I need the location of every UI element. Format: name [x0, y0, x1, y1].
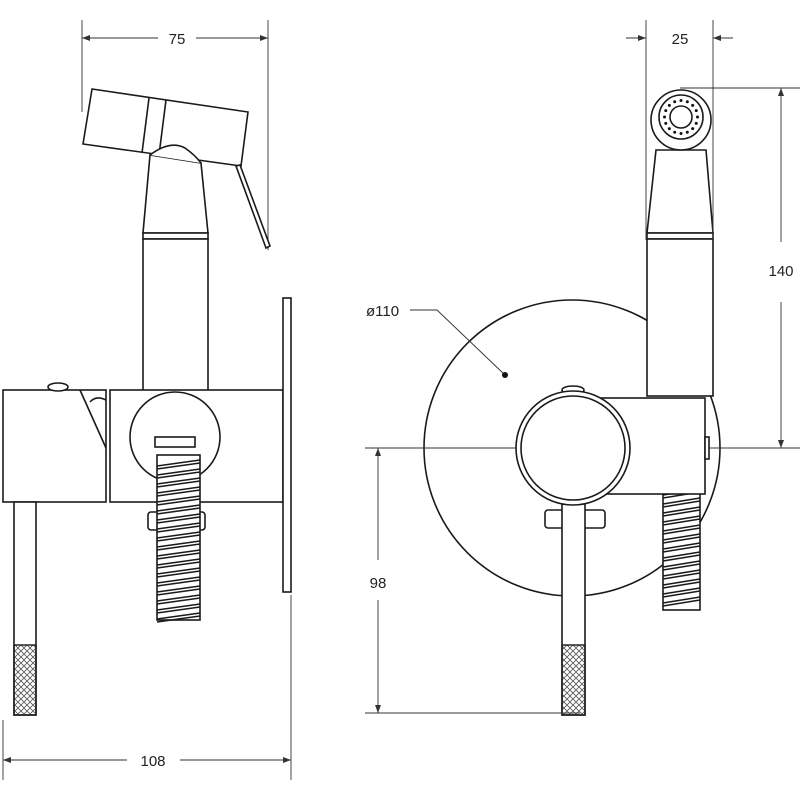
- spray-hole: [691, 127, 695, 131]
- hose-coil: [662, 587, 701, 598]
- spray-hole: [663, 115, 666, 119]
- hose-coil: [662, 569, 701, 580]
- dimension-label: 98: [370, 575, 387, 592]
- hose-coil: [156, 603, 201, 614]
- hose-coil: [156, 522, 201, 533]
- spray-hole: [664, 109, 668, 113]
- mixer-body-side: [2, 297, 292, 716]
- hand-shower-side: [82, 88, 271, 393]
- spray-hole: [685, 100, 689, 104]
- dimension-label: 140: [768, 263, 793, 280]
- hose-coil: [156, 531, 201, 542]
- mixer-knob: [515, 390, 631, 506]
- hand-shower-front: [646, 89, 714, 397]
- hose-coil: [156, 540, 201, 551]
- hose-coil: [156, 576, 201, 587]
- hose-coil: [156, 513, 201, 524]
- dimension-label: 108: [140, 753, 165, 770]
- hose-coil: [662, 524, 701, 535]
- hose-coil: [156, 477, 201, 488]
- hose-coil: [156, 468, 201, 479]
- hose-coil: [156, 567, 201, 578]
- spray-hole: [664, 121, 668, 125]
- spray-hole: [673, 100, 677, 104]
- spray-hole: [694, 109, 698, 113]
- dimension-25: 25: [626, 20, 733, 240]
- dimension-label: ø110: [366, 303, 399, 320]
- spray-hole: [694, 121, 698, 125]
- hose-coil: [156, 486, 201, 497]
- spray-hole: [696, 115, 699, 119]
- spray-hole: [679, 99, 683, 102]
- hose-coil: [662, 542, 701, 553]
- hose-coil: [156, 459, 201, 470]
- hose-coil: [662, 560, 701, 571]
- spray-hole: [685, 130, 689, 134]
- dimension-label: 75: [169, 31, 186, 48]
- hose-coil: [156, 549, 201, 560]
- hose-front: [662, 484, 701, 611]
- spray-hole: [691, 103, 695, 107]
- hose-coil: [662, 497, 701, 508]
- hose-coil: [662, 578, 701, 589]
- hose-coil: [662, 515, 701, 526]
- spray-holes: [663, 99, 699, 135]
- front-view: ø110 25 140 98: [365, 20, 800, 716]
- hose-coil: [662, 506, 701, 517]
- dimension-75: 75: [81, 20, 269, 250]
- hose-coil: [156, 504, 201, 515]
- side-view: 75: [2, 20, 292, 780]
- spray-hole: [673, 130, 677, 134]
- hose-coil: [156, 594, 201, 605]
- spray-hole: [667, 103, 671, 107]
- hose-coil: [662, 533, 701, 544]
- dimension-108: 108: [2, 595, 292, 780]
- spray-hole: [667, 127, 671, 131]
- dimension-110: ø110: [366, 303, 508, 378]
- dimension-140: 140: [680, 87, 800, 448]
- hose-coil: [662, 596, 701, 607]
- hose-coil: [156, 558, 201, 569]
- spray-hole: [679, 132, 683, 135]
- hose-spiral: [156, 459, 201, 623]
- dimension-98: 98: [365, 448, 580, 714]
- hose-coil: [156, 612, 201, 623]
- hose-coil: [156, 585, 201, 596]
- dimension-label: 25: [672, 31, 689, 48]
- hose-coil: [156, 495, 201, 506]
- hose-coil: [662, 551, 701, 562]
